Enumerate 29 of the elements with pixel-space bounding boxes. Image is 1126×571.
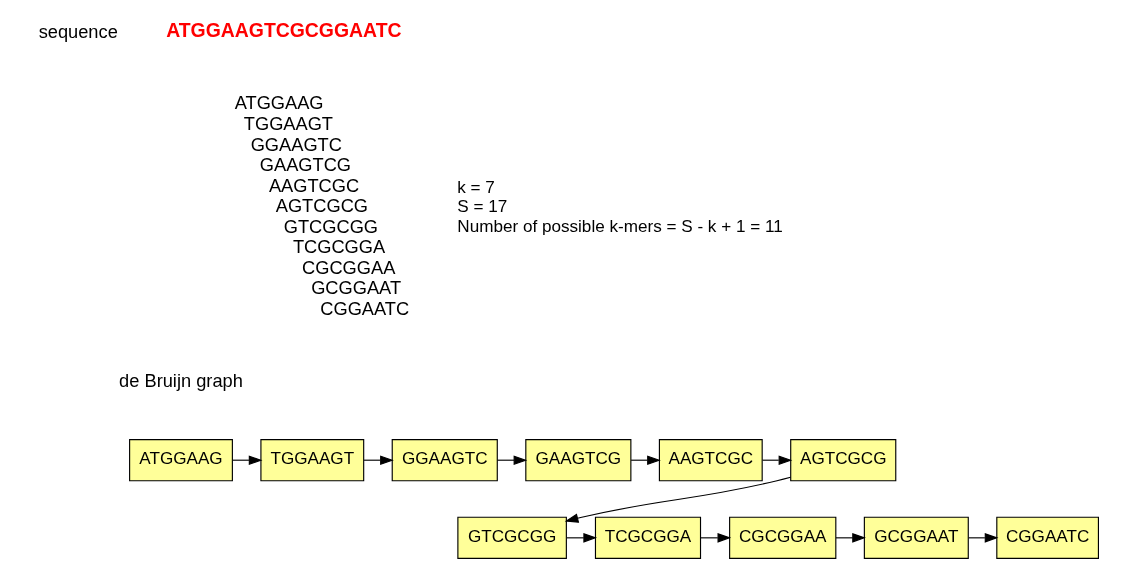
node-box: GCGGAAT [863,516,969,559]
node-box: GGAAGTC [391,439,498,482]
label: GGAAGTC [250,133,342,155]
node-box: AGTCGCG [789,439,896,482]
label: AGTCGCG [275,195,368,217]
node-box: GTCGCGG [456,516,567,559]
label: de Bruijn graph [118,369,243,391]
arrow [564,476,791,523]
label: CGGAATC [319,297,409,319]
label: Number of possible k-mers = S - k + 1 = 11 [456,216,783,236]
label: GTCGCGG [283,215,378,237]
label: CGCGGAA [301,256,395,278]
label: ATGGAAG [234,92,324,114]
node-box: TCGCGGA [594,516,701,559]
label: GCGGAAT [310,277,401,299]
node-box: AAGTCGC [658,439,763,482]
node-box: CGGAATC [995,516,1099,559]
node-box: CGCGGAA [728,516,836,559]
label: GAAGTCG [259,154,351,176]
label: sequence [38,20,118,42]
label: TCGCGGA [292,236,385,258]
label: S = 17 [456,197,507,217]
label: ATGGAAGTCGCGGAATC [165,18,402,41]
label: k = 7 [456,178,495,198]
label: TGGAAGT [243,112,333,134]
node-box: GAAGTCG [524,439,631,482]
node-box: TGGAAGT [259,439,364,482]
node-box: ATGGAAG [128,439,233,482]
label: AAGTCGC [268,174,359,196]
